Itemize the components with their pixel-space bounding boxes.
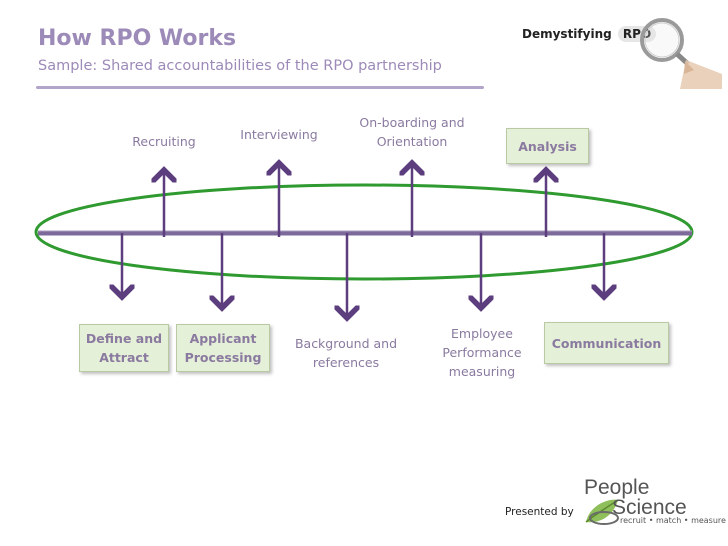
title-underline <box>36 86 484 89</box>
page-title: How RPO Works <box>38 26 237 51</box>
presented-by-text: Presented by <box>505 506 574 518</box>
label-background: Background and references <box>294 336 398 370</box>
logo-people: People <box>584 476 650 499</box>
badge-text: Demystifying <box>522 27 612 41</box>
magnifying-glass-icon <box>640 18 722 89</box>
label-interviewing: Interviewing <box>240 127 318 142</box>
label-onboarding: On-boarding and Orientation <box>359 115 465 149</box>
box-define-attract: Define and Attract <box>79 324 169 372</box>
label-performance: Employee Performance measuring <box>442 326 522 379</box>
leaf-logo-icon <box>585 499 619 525</box>
page-subtitle: Sample: Shared accountabilities of the R… <box>38 58 442 74</box>
label-recruiting: Recruiting <box>132 134 196 149</box>
box-applicant-processing: Applicant Processing <box>176 324 270 372</box>
box-communication: Communication <box>544 322 669 364</box>
logo-tagline: recruit • match • measure <box>620 516 726 525</box>
logo-science: Science <box>612 496 687 519</box>
box-analysis: Analysis <box>506 128 589 164</box>
